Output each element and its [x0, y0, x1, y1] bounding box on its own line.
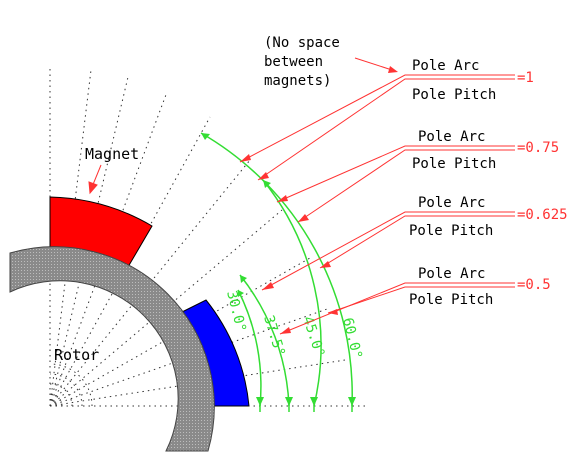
- ratio-label-4: Pole Arc Pole Pitch =0.5: [409, 266, 551, 308]
- ratio-3-numerator: Pole Arc: [418, 195, 485, 211]
- note-line-1: (No space: [264, 35, 340, 51]
- angle-label-30: 30.0°: [223, 289, 249, 334]
- ratio-4-denominator: Pole Pitch: [409, 292, 493, 308]
- note-line-2: between: [264, 54, 323, 70]
- rotor-label: Rotor: [54, 346, 99, 364]
- ratio-2-value: =0.75: [517, 140, 559, 156]
- ratio-1-denominator: Pole Pitch: [412, 87, 496, 103]
- ratio-4-value: =0.5: [517, 277, 551, 293]
- angle-labels: 30.0° 37.5° 45.0° 60.0°: [223, 289, 365, 361]
- ratio-1-numerator: Pole Arc: [412, 58, 479, 74]
- rotor-arc: [9, 246, 215, 452]
- ratio-2-numerator: Pole Arc: [418, 129, 485, 145]
- angle-label-37: 37.5°: [260, 313, 288, 358]
- ratio-3-value: =0.625: [517, 207, 568, 223]
- leader-lines: [239, 57, 515, 335]
- ratio-label-3: Pole Arc Pole Pitch =0.625: [409, 195, 568, 239]
- ratio-label-2: Pole Arc Pole Pitch =0.75: [412, 129, 559, 172]
- magnet-pointer: [88, 164, 102, 195]
- no-space-note: (No space between magnets): [264, 35, 340, 89]
- ratio-3-denominator: Pole Pitch: [409, 223, 493, 239]
- note-line-3: magnets): [264, 73, 331, 89]
- angle-label-60: 60.0°: [339, 316, 365, 361]
- ratio-2-denominator: Pole Pitch: [412, 156, 496, 172]
- angle-arrowheads: [201, 133, 356, 406]
- ratio-label-1: Pole Arc Pole Pitch =1: [412, 58, 534, 103]
- ratio-1-value: =1: [517, 70, 534, 86]
- ratio-4-numerator: Pole Arc: [418, 266, 485, 282]
- magnet-label: Magnet: [85, 145, 139, 163]
- angle-label-45: 45.0°: [299, 314, 327, 359]
- leader-arrowheads: [240, 66, 398, 334]
